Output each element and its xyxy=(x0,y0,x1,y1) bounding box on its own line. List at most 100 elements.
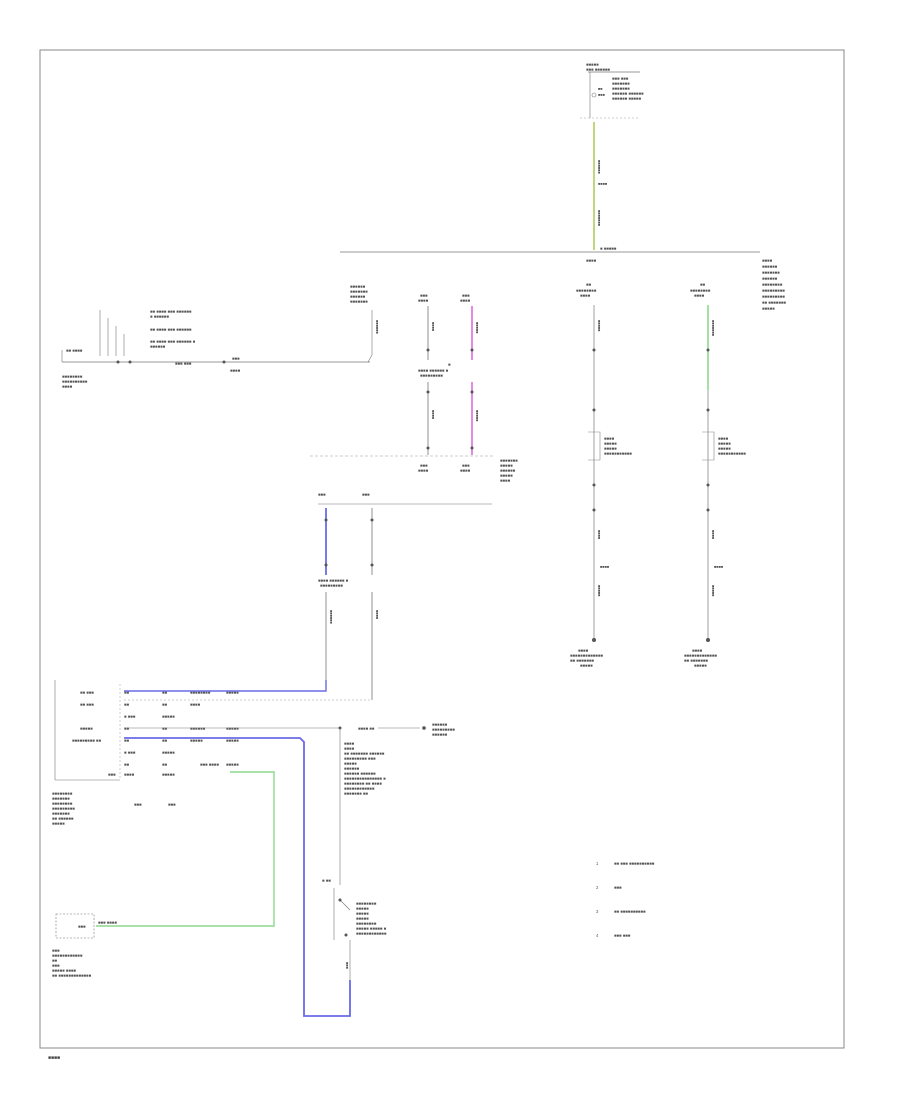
legend-num-3: 3 xyxy=(596,909,599,914)
svg-text:■■ ■■■■ ■■■ ■■■■■■ ■: ■■ ■■■■ ■■■ ■■■■■■ ■ xyxy=(150,339,196,344)
svg-text:■■: ■■ xyxy=(598,87,603,91)
svg-text:■■ ■■■■ ■■■ ■■■■■■: ■■ ■■■■ ■■■ ■■■■■■ xyxy=(150,309,192,314)
legend-num-2: 2 xyxy=(596,885,599,890)
svg-text:■■: ■■ xyxy=(700,282,706,287)
svg-text:■■■■■: ■■■■■ xyxy=(190,738,203,743)
svg-text:■■■■■■■■: ■■■■■■■■ xyxy=(52,791,73,796)
lamp-icon-2 xyxy=(702,431,715,461)
svg-text:■■■■■■■■■■■■■: ■■■■■■■■■■■■■ xyxy=(684,653,717,658)
wire-blue-main xyxy=(124,737,351,1017)
legend-text-2: ■■■ xyxy=(614,885,622,890)
svg-text:■■■■■: ■■■■■ xyxy=(762,306,775,311)
svg-text:■■: ■■ xyxy=(162,726,168,731)
svg-text:■■■■: ■■■■ xyxy=(460,468,471,473)
svg-text:■■■■■■: ■■■■■■ xyxy=(190,726,206,731)
svg-text:■■■■■■■■■■■■: ■■■■■■■■■■■■ xyxy=(52,953,83,958)
svg-text:■■■■■: ■■■■■ xyxy=(226,726,239,731)
svg-text:■■■ ■■■: ■■■ ■■■ xyxy=(175,361,192,366)
svg-text:■■■■■■■■■■■■: ■■■■■■■■■■■■ xyxy=(356,931,387,936)
svg-text:■■■: ■■■ xyxy=(420,463,428,468)
svg-text:■■■■■■■■■■■: ■■■■■■■■■■■ xyxy=(604,451,632,456)
svg-text:■■■■: ■■■■ xyxy=(604,436,615,441)
switch-lower-center: ■ ■■ ■■■■■■■■ ■■■■■ ■■■■■ ■■■■■ ■■■■■■■■… xyxy=(322,878,387,980)
svg-text:■■■ ■■■■■■: ■■■ ■■■■■■ xyxy=(586,67,610,72)
svg-text:■■■: ■■■ xyxy=(362,492,370,497)
legend-text-1: ■■ ■■■ ■■■■■■■■■■ xyxy=(614,861,655,866)
svg-text:■■■■■: ■■■■■ xyxy=(356,906,369,911)
svg-text:■■■■■■■■■■■: ■■■■■■■■■■■ xyxy=(718,451,746,456)
svg-text:■■■■■: ■■■■■ xyxy=(718,441,731,446)
battery-fuse-block: ■■■■■ ■■■ ■■■■■■ ■■■ ■■■ ■■■■■■■ ■■■■■■■… xyxy=(580,62,644,119)
svg-text:■■■: ■■■ xyxy=(134,802,142,807)
middle-bus-labels: ■■■ ■■■■ ■■■ ■■■■ ■■■■■■■ ■■■■■ ■■■■■■ ■… xyxy=(418,458,518,483)
svg-text:■■ ■■■■■■■: ■■ ■■■■■■■ xyxy=(570,658,594,663)
svg-text:■■■■■: ■■■■■ xyxy=(162,772,175,777)
svg-text:■■■■■: ■■■■■ xyxy=(226,762,239,767)
svg-text:■■■■■: ■■■■■ xyxy=(604,446,617,451)
svg-text:■■■■■■: ■■■■■■ xyxy=(375,320,379,334)
svg-text:■■: ■■ xyxy=(124,702,130,707)
svg-text:■■■■■■■: ■■■■■■■ xyxy=(711,320,715,337)
svg-text:■■■■ ■■■■■■ ■: ■■■■ ■■■■■■ ■ xyxy=(318,578,349,583)
svg-text:■■■■■■■■■ ■■■: ■■■■■■■■■ ■■■ xyxy=(344,756,376,761)
svg-text:■■■■■■: ■■■■■■ xyxy=(150,344,166,349)
svg-text:■■■■: ■■■■ xyxy=(431,410,435,420)
svg-text:■■■: ■■■ xyxy=(232,356,240,361)
svg-text:■■■: ■■■ xyxy=(52,963,60,968)
svg-text:■■■: ■■■ xyxy=(462,463,470,468)
svg-text:■■: ■■ xyxy=(124,762,130,767)
lamp-circuit-right-2: ■■ ■■■■■■■■ ■■■■ ■■■■■■■ ■■■■ ■■■■■ ■■■■… xyxy=(684,282,746,668)
svg-text:■■: ■■ xyxy=(162,762,168,767)
connector-center-lower: ■■■■ ■■ ■■■■■■ ■■■■■■■■■ ■■■■■■ ■■■■ ■■■… xyxy=(338,722,455,885)
svg-text:■■■■■■: ■■■■■■ xyxy=(762,276,778,281)
svg-text:■■■■■ ■■■■■ ■: ■■■■■ ■■■■■ ■ xyxy=(356,926,387,931)
svg-text:■■■■■: ■■■■■ xyxy=(597,320,601,332)
ground-icon xyxy=(592,638,596,642)
svg-text:■■■■ ■■■■■■ ■: ■■■■ ■■■■■■ ■ xyxy=(418,368,449,373)
svg-text:■■■■: ■■■■ xyxy=(431,322,435,332)
svg-text:■■■■■: ■■■■■ xyxy=(475,410,479,422)
svg-text:■■■■: ■■■■ xyxy=(597,530,601,540)
svg-text:■ ■■■: ■ ■■■ xyxy=(124,750,136,755)
svg-text:■■■■■■: ■■■■■■ xyxy=(350,294,366,299)
svg-text:■■: ■■ xyxy=(52,958,58,963)
svg-text:■■ ■■■■■■■: ■■ ■■■■■■■ xyxy=(762,300,786,305)
svg-text:■■■■: ■■■■ xyxy=(344,741,355,746)
svg-text:■■■■: ■■■■ xyxy=(580,293,591,298)
svg-text:■■■■: ■■■■ xyxy=(62,384,73,389)
svg-text:■■■■■■■■■: ■■■■■■■■■ xyxy=(432,727,455,732)
svg-text:■■■■■: ■■■■■ xyxy=(80,726,93,731)
svg-text:■■■ ■■■■: ■■■ ■■■■ xyxy=(98,920,117,925)
svg-text:■■■■■■■■■■■■■■■ ■: ■■■■■■■■■■■■■■■ ■ xyxy=(344,776,386,781)
svg-text:■■■■■■■: ■■■■■■■ xyxy=(500,458,518,463)
svg-text:■■■■: ■■■■ xyxy=(600,565,610,569)
svg-text:■■■■■: ■■■■■ xyxy=(580,663,593,668)
svg-text:■■■■: ■■■■ xyxy=(230,368,241,373)
svg-text:■■■: ■■■ xyxy=(462,293,470,298)
svg-text:■■■■■■■■■: ■■■■■■■■■ xyxy=(52,806,75,811)
legend-text-3: ■■ ■■■■■■■■■■ xyxy=(614,909,646,914)
svg-text:■■■■■: ■■■■■ xyxy=(226,690,239,695)
legend-num-1: 1 xyxy=(596,861,599,866)
svg-text:■■: ■■ xyxy=(124,726,130,731)
svg-text:■■■■■■■■■: ■■■■■■■■■ xyxy=(420,373,443,378)
svg-text:■■■■: ■■■■ xyxy=(762,258,773,263)
svg-text:■: ■ xyxy=(448,362,451,367)
svg-text:■■■■■■■: ■■■■■■■ xyxy=(52,811,70,816)
svg-text:■■■■■■: ■■■■■■ xyxy=(432,722,448,727)
bus-end-label: ■■■■ ■■■■■■ ■■■■■■■ ■■■■■■ ■■■■■■■■ ■■■■… xyxy=(762,258,786,311)
svg-text:■■■■■■■: ■■■■■■■ xyxy=(612,81,630,86)
svg-text:■ ■■■: ■ ■■■ xyxy=(124,714,136,719)
center-top-switch: ■■■■■■ ■■■■■■■ ■■■■■■ ■■■■■■■ ■■■■■■ xyxy=(350,284,379,363)
svg-text:■■■■■■■■: ■■■■■■■■ xyxy=(190,690,211,695)
control-module-lower-left: ■■ ■■■ ■■ ■■■ ■■■■■ ■■■■■■■■■ ■■ ■■■ ■■ … xyxy=(52,680,239,826)
svg-text:■ ■■■■■■: ■ ■■■■■■ xyxy=(150,314,169,319)
svg-text:■■■■: ■■■■ xyxy=(692,648,703,653)
svg-text:■■■■■■■■■ ■■: ■■■■■■■■■ ■■ xyxy=(72,738,101,743)
svg-text:■■■■■■ ■■■■■■: ■■■■■■ ■■■■■■ xyxy=(344,771,376,776)
svg-text:■■■■■■■■: ■■■■■■■■ xyxy=(52,801,73,806)
svg-text:■■■■■: ■■■■■ xyxy=(500,463,513,468)
svg-text:■■■■: ■■■■ xyxy=(598,182,608,186)
svg-text:■■■■■■■■: ■■■■■■■■ xyxy=(576,288,597,293)
